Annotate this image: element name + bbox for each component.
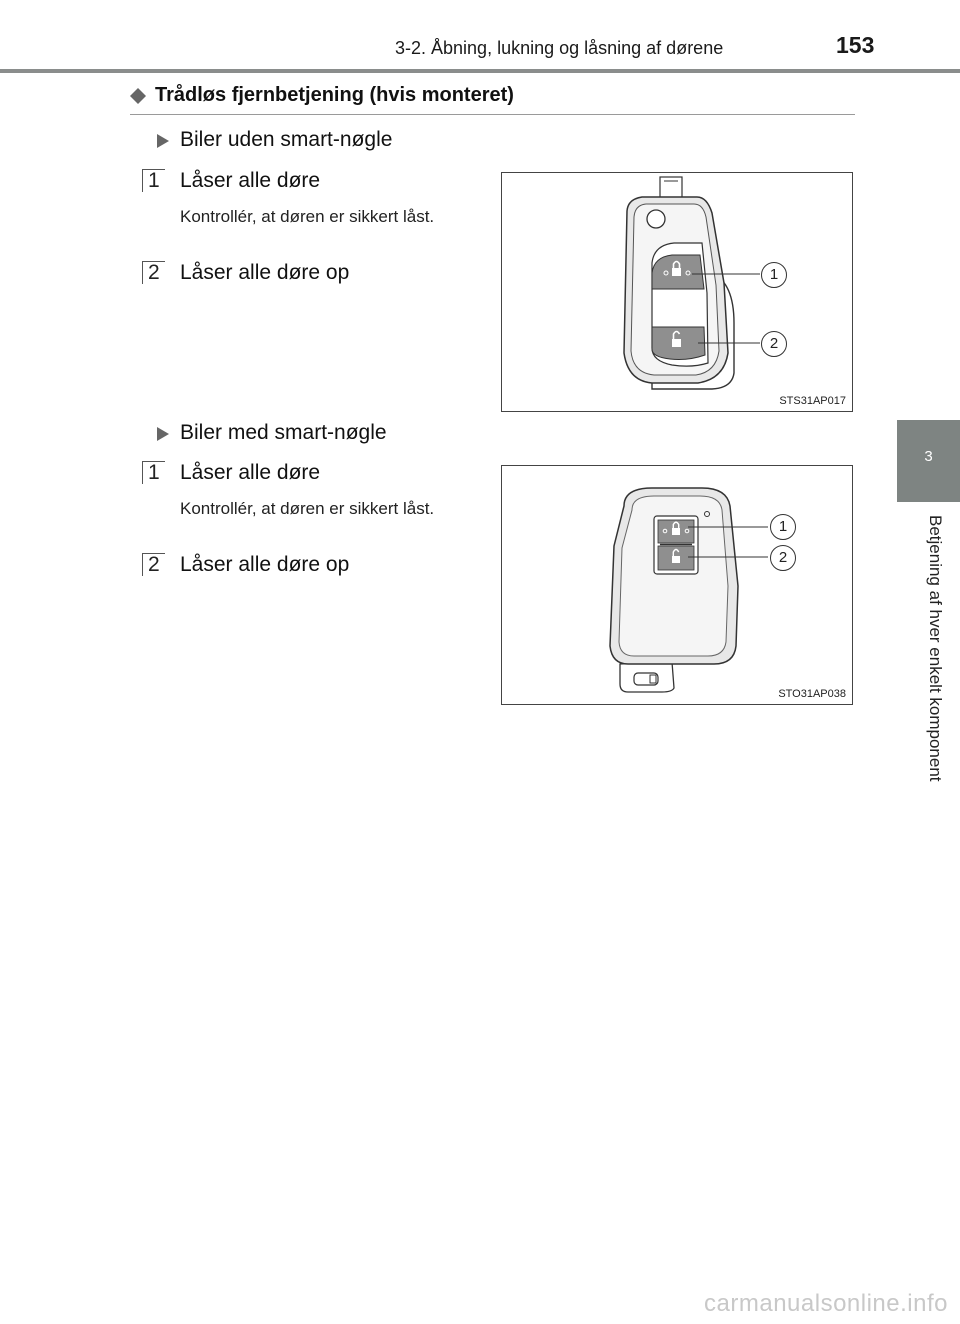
callout-2: 2 <box>761 331 787 357</box>
step-text-lock: Låser alle døre <box>180 169 321 192</box>
subheading-without-smart-key: Biler uden smart-nøgle <box>180 128 393 151</box>
step-number-2: 2 <box>142 261 166 285</box>
callout-1: 1 <box>761 262 787 288</box>
flip-key-illustration <box>623 176 760 390</box>
step-text-unlock: Låser alle døre op <box>180 261 350 284</box>
page-number: 153 <box>836 32 875 58</box>
step-note-check-locked: Kontrollér, at døren er sikkert låst. <box>180 207 435 226</box>
section-heading: Trådløs fjernbetjening (hvis monteret) <box>155 84 514 106</box>
figure-code: STS31AP017 <box>779 395 846 407</box>
chapter-label: Betjening af hver enkelt komponent <box>926 515 945 782</box>
callout-2: 2 <box>770 545 796 571</box>
triangle-arrow-icon <box>157 134 169 148</box>
smart-key-illustration <box>609 487 768 693</box>
figure-smart-key-remote: 1 2 STO31AP038 <box>501 465 853 705</box>
step-text-unlock: Låser alle døre op <box>180 553 350 576</box>
header-rule <box>0 69 960 73</box>
chapter-tab[interactable]: 3 <box>897 420 960 502</box>
figure-code: STO31AP038 <box>778 688 846 700</box>
step-number-2: 2 <box>142 553 166 577</box>
callout-1: 1 <box>770 514 796 540</box>
site-watermark[interactable]: carmanualsonline.info <box>704 1290 948 1317</box>
figure-flip-key-remote: 1 2 STS31AP017 <box>501 172 853 412</box>
subheading-with-smart-key: Biler med smart-nøgle <box>180 421 387 444</box>
step-number-1: 1 <box>142 169 166 193</box>
chapter-number: 3 <box>924 448 933 465</box>
step-note-check-locked: Kontrollér, at døren er sikkert låst. <box>180 499 435 518</box>
header-title: 3-2. Åbning, lukning og låsning af døren… <box>395 38 724 58</box>
triangle-arrow-icon <box>157 427 169 441</box>
step-text-lock: Låser alle døre <box>180 461 321 484</box>
step-number-1: 1 <box>142 461 166 485</box>
diamond-icon <box>130 88 146 104</box>
section-divider <box>130 114 855 115</box>
